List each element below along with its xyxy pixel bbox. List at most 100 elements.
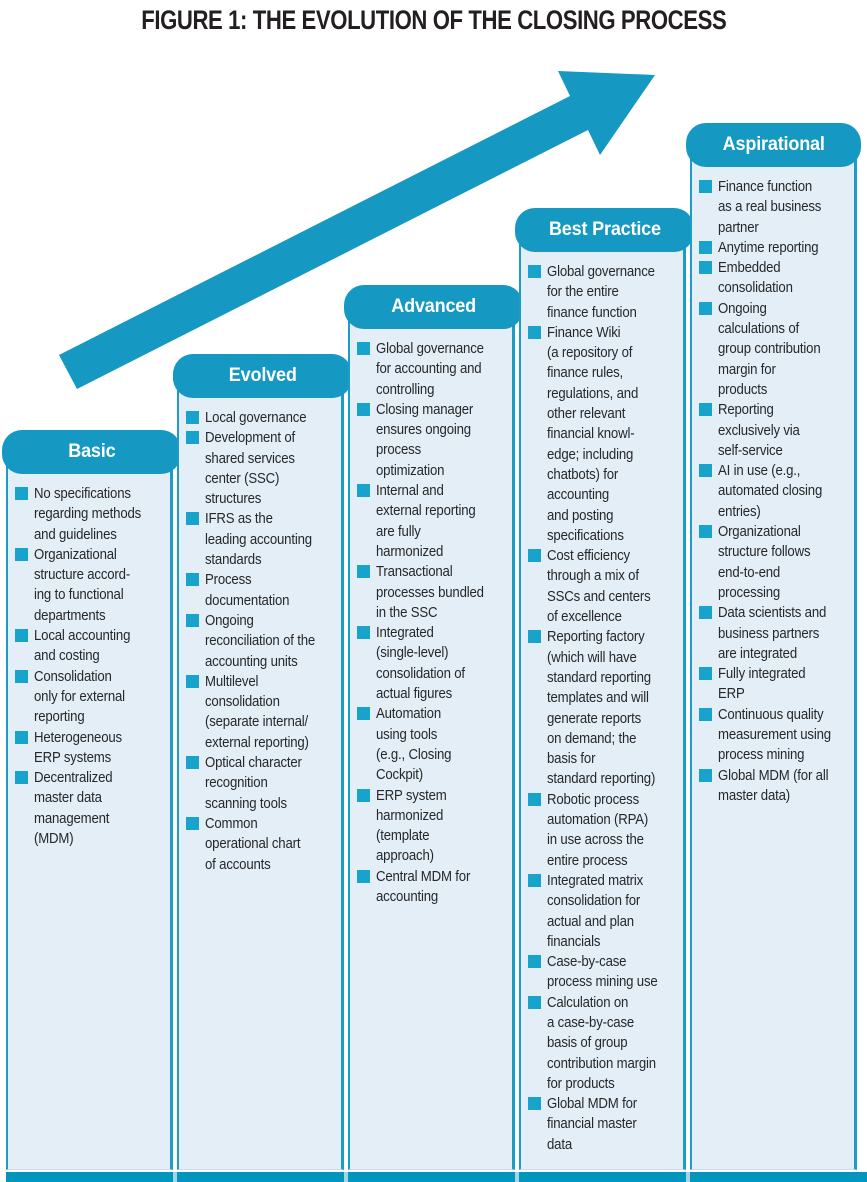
bullet-square-icon <box>186 756 199 770</box>
bullet-square-icon <box>15 487 28 500</box>
bullet-square-icon <box>528 325 541 339</box>
maturity-column-aspirational: Finance function as a real business part… <box>686 123 861 1170</box>
bullet-item: Finance Wiki (a repository of finance ru… <box>528 323 680 546</box>
bullet-square-icon <box>528 549 541 563</box>
bullet-text: Organizational structure accord- ing to … <box>34 545 131 624</box>
bullet-square-icon <box>357 565 370 579</box>
bullet-square-icon <box>528 955 541 969</box>
bullet-item: Fully integrated ERP <box>699 664 851 705</box>
bullet-square-icon <box>15 669 28 683</box>
bullet-text: Common operational chart of accounts <box>205 814 301 873</box>
bullet-square-icon <box>528 630 541 644</box>
bullet-text: Closing manager ensures ongoing process … <box>376 400 474 479</box>
bullet-square-icon <box>357 626 370 640</box>
maturity-column-basic: No specifications regarding methods and … <box>2 430 181 1170</box>
bullet-square-icon <box>357 402 370 416</box>
bullet-square-icon <box>699 707 712 721</box>
bullet-text: IFRS as the leading accounting standards <box>205 510 312 569</box>
bullet-text: Heterogeneous ERP systems <box>34 728 122 766</box>
bullet-item: Reporting factory (which will have stand… <box>528 627 680 789</box>
bullet-text: Reporting factory (which will have stand… <box>547 628 656 788</box>
bullet-text: Automation using tools (e.g., Closing Co… <box>376 705 452 784</box>
bullet-item: Development of shared services center (S… <box>186 428 338 509</box>
bullet-item: Local accounting and costing <box>15 626 167 667</box>
base-bar-divider <box>515 1172 519 1182</box>
bullet-square-icon <box>699 301 712 315</box>
bullet-text: Central MDM for accounting <box>376 867 471 906</box>
bullet-text: Transactional processes bundled in the S… <box>376 563 484 621</box>
bullet-item: Local governance <box>186 408 338 428</box>
bullet-text: Organizational structure follows end-to-… <box>718 523 811 601</box>
bullet-square-icon <box>528 1097 541 1111</box>
column-header-label: Evolved <box>228 365 297 386</box>
bullet-square-icon <box>186 411 199 424</box>
bullet-text: Ongoing reconciliation of the accounting… <box>205 611 316 670</box>
bullet-square-icon <box>357 869 370 883</box>
bullet-text: Finance Wiki (a repository of finance ru… <box>547 323 639 544</box>
bullet-item: Finance function as a real business part… <box>699 177 851 238</box>
bullet-square-icon <box>357 707 370 721</box>
bullet-text: Robotic process automation (RPA) in use … <box>547 790 649 869</box>
column-header-basic: Basic <box>2 430 181 474</box>
column-header-best-practice: Best Practice <box>515 208 694 252</box>
bullet-square-icon <box>699 525 712 539</box>
bullet-item: Integrated matrix consolidation for actu… <box>528 871 680 952</box>
bullet-item: No specifications regarding methods and … <box>15 484 167 545</box>
bullet-text: Fully integrated ERP <box>718 665 806 703</box>
bullet-item: Decentralized master data management (MD… <box>15 768 167 849</box>
bullet-text: Optical character recognition scanning t… <box>205 754 302 812</box>
bullet-item: Calculation on a case-by-case basis of g… <box>528 993 680 1094</box>
column-header-advanced: Advanced <box>344 285 523 329</box>
bullet-square-icon <box>186 674 199 688</box>
base-bar-divider <box>173 1172 177 1182</box>
bullet-item: Organizational structure follows end-to-… <box>699 522 851 603</box>
bullet-text: ERP system harmonized (template approach… <box>376 786 447 865</box>
bullet-item: Central MDM for accounting <box>357 867 509 908</box>
bullet-text: Calculation on a case-by-case basis of g… <box>547 993 656 1092</box>
bullet-item: ERP system harmonized (template approach… <box>357 786 509 867</box>
bullet-list: Finance function as a real business part… <box>692 146 854 806</box>
bullet-item: Data scientists and business partners ar… <box>699 603 851 664</box>
bullet-item: Case-by-case process mining use <box>528 952 680 993</box>
bullet-item: Ongoing calculations of group contributi… <box>699 299 851 400</box>
base-bar <box>6 1172 867 1182</box>
bullet-item: Global MDM for financial master data <box>528 1094 680 1155</box>
maturity-column-advanced: Global governance for accounting and con… <box>344 285 523 1170</box>
bullet-item: Global governance for accounting and con… <box>357 339 509 400</box>
bullet-text: Multilevel consolidation (separate inter… <box>205 672 309 751</box>
bullet-item: Multilevel consolidation (separate inter… <box>186 672 338 753</box>
bullet-item: Global governance for the entire finance… <box>528 262 680 323</box>
bullet-item: Organizational structure accord- ing to … <box>15 545 167 626</box>
bullet-item: Transactional processes bundled in the S… <box>357 562 509 623</box>
bullet-square-icon <box>699 261 712 275</box>
bullet-item: Consolidation only for external reportin… <box>15 667 167 728</box>
bullet-item: Process documentation <box>186 570 338 611</box>
bullet-square-icon <box>186 816 199 830</box>
bullet-text: Anytime reporting <box>718 238 819 256</box>
bullet-item: Robotic process automation (RPA) in use … <box>528 790 680 871</box>
bullet-text: Global governance for accounting and con… <box>376 340 484 398</box>
bullet-item: Internal and external reporting are full… <box>357 481 509 562</box>
bullet-square-icon <box>357 484 370 498</box>
bullet-text: Finance function as a real business part… <box>718 178 822 236</box>
bullet-square-icon <box>15 629 28 643</box>
bullet-text: Global MDM (for all master data) <box>718 766 829 804</box>
bullet-text: Continuous quality measurement using pro… <box>718 705 831 764</box>
bullet-text: Data scientists and business partners ar… <box>718 604 827 662</box>
bullet-text: Cost efficiency through a mix of SSCs an… <box>547 547 651 626</box>
column-body-best-practice: Global governance for the entire finance… <box>519 230 686 1170</box>
column-header-label: Aspirational <box>722 134 825 155</box>
bullet-square-icon <box>699 180 712 193</box>
bullet-square-icon <box>15 730 28 744</box>
bullet-square-icon <box>528 265 541 278</box>
bullet-square-icon <box>699 768 712 782</box>
bullet-item: IFRS as the leading accounting standards <box>186 509 338 570</box>
bullet-text: No specifications regarding methods and … <box>34 485 142 543</box>
column-body-advanced: Global governance for accounting and con… <box>348 307 515 1170</box>
base-bar-divider <box>344 1172 348 1182</box>
bullet-text: Internal and external reporting are full… <box>376 482 476 560</box>
